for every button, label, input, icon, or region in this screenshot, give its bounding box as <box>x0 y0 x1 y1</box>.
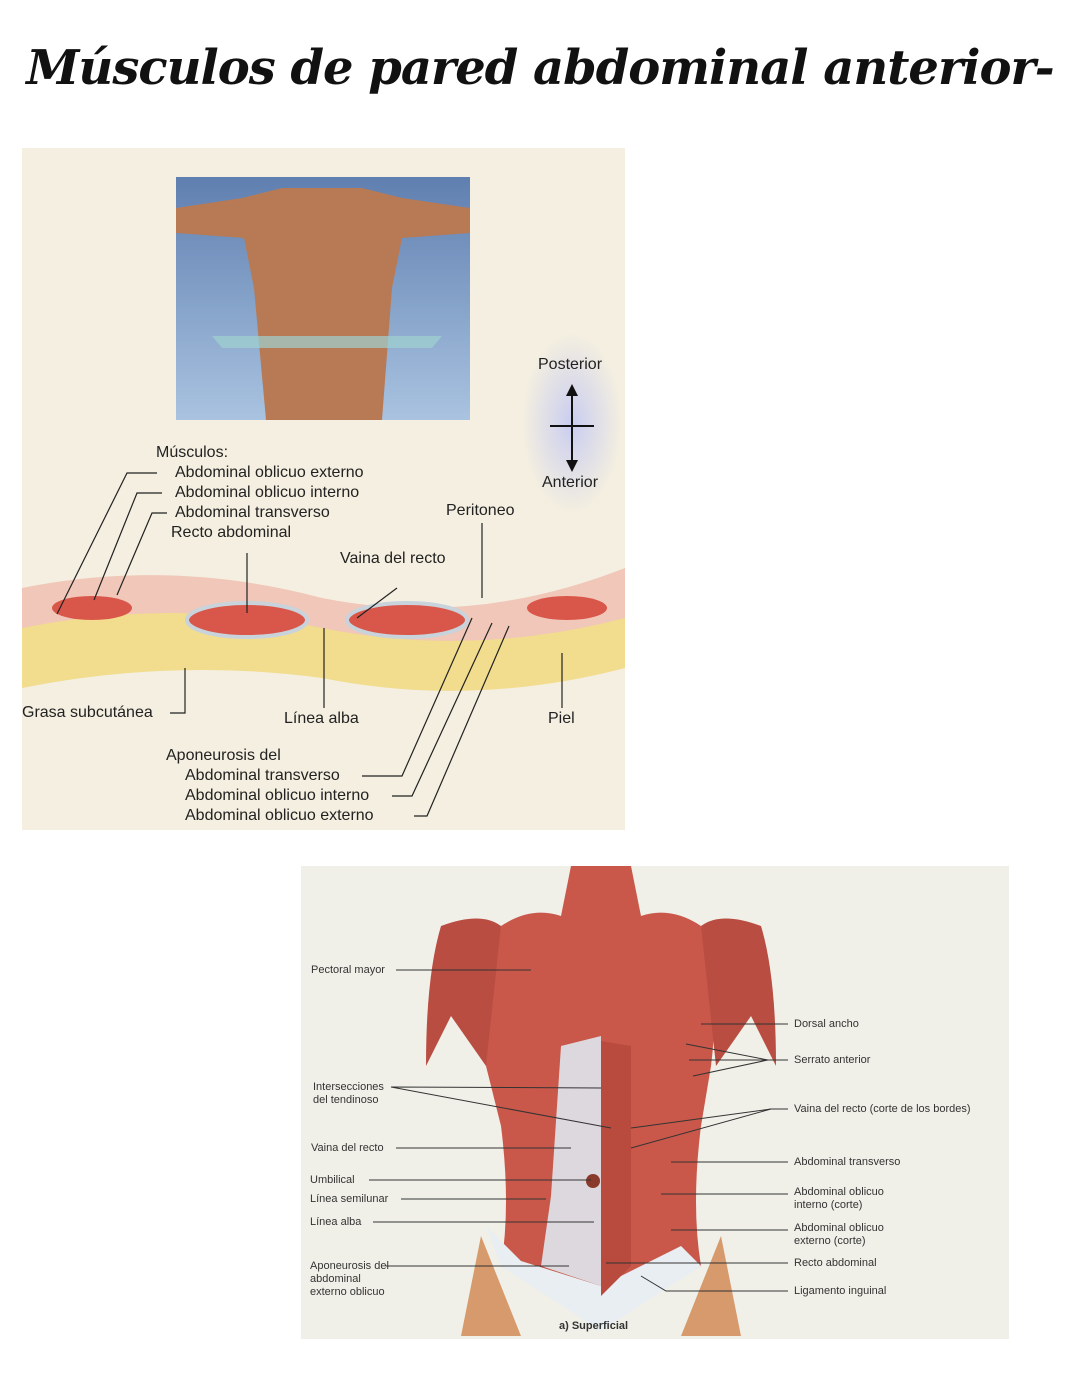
label-anterior: Anterior <box>542 474 599 491</box>
cross-section-figure: Músculos: Abdominal oblicuo externo Abdo… <box>22 148 625 830</box>
label-ligamento-inguinal: Ligamento inguinal <box>794 1285 887 1297</box>
cross-section-drawing <box>22 177 625 817</box>
label-apo-externo: Abdominal oblicuo externo <box>185 807 374 824</box>
label-recto: Recto abdominal <box>171 524 292 541</box>
label-oblicuo-externo: Abdominal oblicuo externo (corte) <box>794 1222 884 1247</box>
label-transverso: Abdominal transverso <box>175 504 330 521</box>
label-transverso: Abdominal transverso <box>794 1156 901 1168</box>
label-vaina-recto: Vaina del recto <box>340 550 446 567</box>
label-serrato: Serrato anterior <box>794 1054 871 1066</box>
label-piel: Piel <box>548 710 575 727</box>
label-linea-semilunar: Línea semilunar <box>310 1193 389 1205</box>
label-umbilical: Umbilical <box>310 1174 355 1186</box>
label-linea-alba: Línea alba <box>310 1216 362 1228</box>
label-vaina-bordes: Vaina del recto (corte de los bordes) <box>794 1103 971 1115</box>
label-intersecciones: Intersecciones del tendinoso <box>313 1081 384 1106</box>
label-grasa: Grasa subcutánea <box>22 704 153 721</box>
page-title: Músculos de pared abdominal anterior- <box>26 40 1054 96</box>
label-pectoral-mayor: Pectoral mayor <box>311 964 385 976</box>
label-peritoneo: Peritoneo <box>446 502 515 519</box>
label-vaina-recto: Vaina del recto <box>311 1142 384 1154</box>
superficial-muscles-figure: Pectoral mayor Intersecciones del tendin… <box>301 866 1009 1339</box>
label-aponeurosis: Aponeurosis del abdominal externo oblicu… <box>310 1260 389 1298</box>
label-dorsal-ancho: Dorsal ancho <box>794 1018 859 1030</box>
label-oblicuo-interno: Abdominal oblicuo interno (corte) <box>794 1186 884 1211</box>
label-apo-transverso: Abdominal transverso <box>185 767 340 784</box>
muscle-drawing <box>369 866 788 1336</box>
label-oblicuo-externo: Abdominal oblicuo externo <box>175 464 364 481</box>
label-apo-interno: Abdominal oblicuo interno <box>185 787 370 804</box>
label-oblicuo-interno: Abdominal oblicuo interno <box>175 484 360 501</box>
label-linea-alba: Línea alba <box>284 710 359 727</box>
label-posterior: Posterior <box>538 356 603 373</box>
aponeurosis-heading: Aponeurosis del <box>166 747 281 764</box>
figure-caption: a) Superficial <box>559 1320 629 1332</box>
muscles-heading: Músculos: <box>156 444 229 461</box>
label-recto-abdominal: Recto abdominal <box>794 1257 877 1269</box>
